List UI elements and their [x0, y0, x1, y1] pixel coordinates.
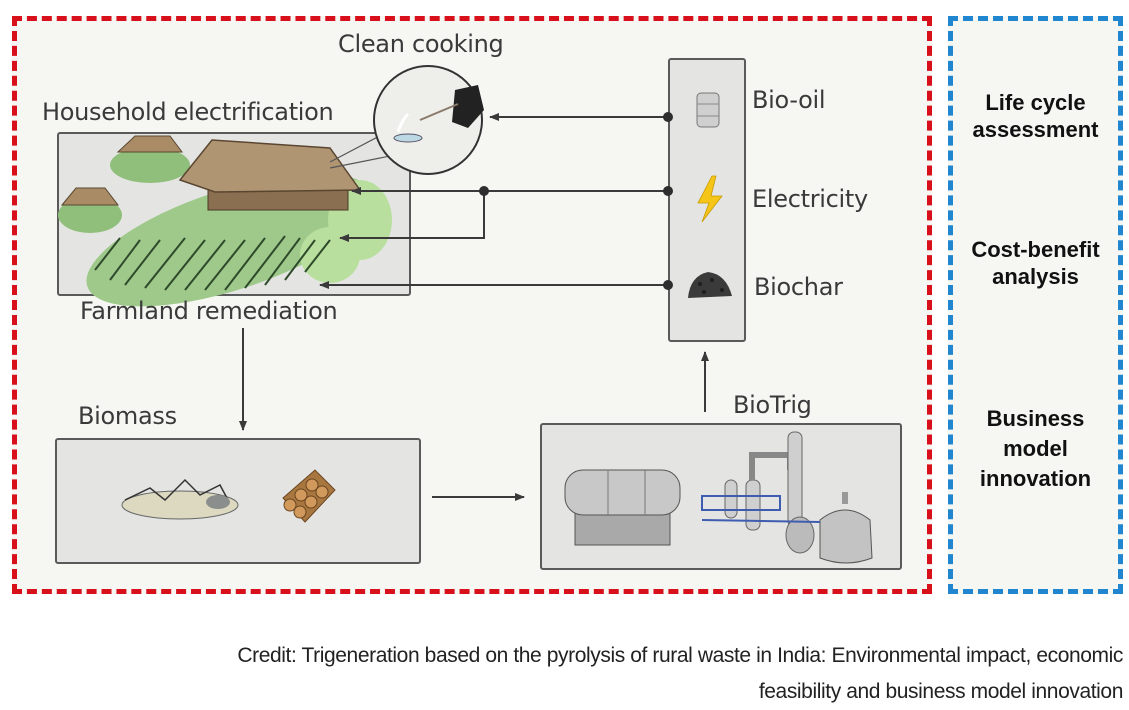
- firewood-icon: [282, 469, 336, 523]
- life-cycle-assessment-label: Life cycle assessment: [972, 90, 1099, 142]
- straw-icon: [121, 478, 239, 520]
- business-model-innovation-label: Business model innovation: [979, 406, 1092, 491]
- assessment-boundary: [948, 16, 1123, 594]
- biomass-label: Biomass: [78, 402, 177, 430]
- image-credit-caption: Credit: Trigeneration based on the pyrol…: [237, 644, 1123, 703]
- biochar-pile-icon: [688, 272, 732, 298]
- biotrig-label: BioTrig: [733, 391, 812, 419]
- cost-benefit-analysis-label: Cost-benefit analysis: [971, 237, 1100, 289]
- electricity-label: Electricity: [752, 185, 868, 213]
- biomass-box: [55, 438, 421, 564]
- farmland-illustration: [58, 119, 421, 307]
- junction-dots: [479, 112, 673, 290]
- system-boundary: [12, 16, 932, 594]
- biochar-label: Biochar: [754, 273, 843, 301]
- household-electrification-label: Household electrification: [42, 98, 334, 126]
- pyrolysis-machine-icon: [564, 431, 873, 564]
- lightning-bolt-icon: [697, 175, 723, 223]
- bio-oil-label: Bio-oil: [752, 86, 826, 114]
- farmland-remediation-label: Farmland remediation: [80, 297, 338, 325]
- assessment-panel: [948, 16, 1123, 594]
- clean-cooking-illustration: [373, 65, 484, 175]
- oil-barrel-icon: [696, 92, 720, 128]
- clean-cooking-label: Clean cooking: [338, 30, 504, 58]
